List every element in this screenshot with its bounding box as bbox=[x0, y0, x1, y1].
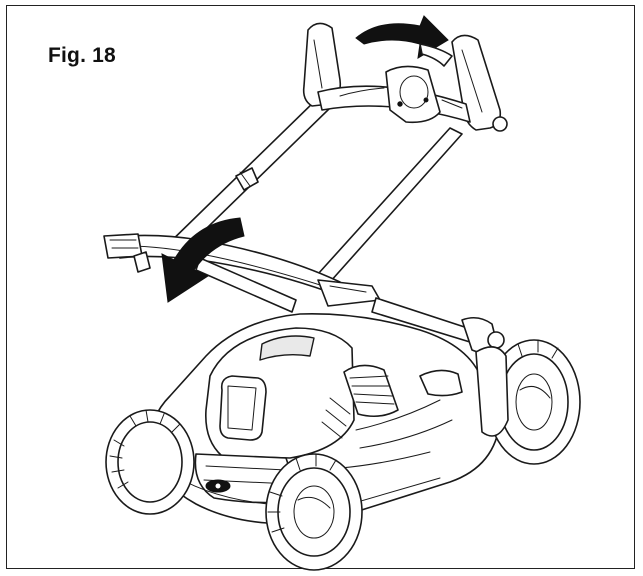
upper-handle bbox=[159, 22, 508, 283]
mower-body bbox=[148, 313, 501, 525]
curved-arrow-down-icon bbox=[161, 217, 245, 303]
front-right-wheel bbox=[265, 453, 363, 571]
rear-left-wheel bbox=[475, 346, 509, 437]
figure-label: Fig. 18 bbox=[48, 44, 116, 67]
curved-arrow-icon bbox=[355, 15, 453, 67]
front-left-wheel bbox=[105, 409, 195, 515]
